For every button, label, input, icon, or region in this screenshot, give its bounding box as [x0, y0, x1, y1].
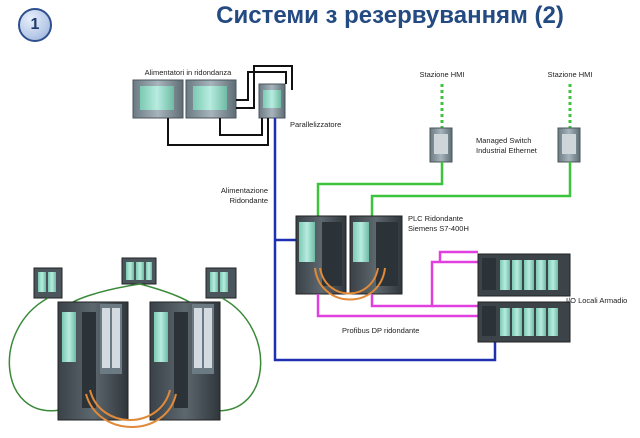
label-switch-line1: Managed Switch	[476, 136, 532, 145]
managed-switch-left	[429, 127, 453, 163]
label-hmi-left: Stazione HMI	[419, 70, 465, 79]
label-power-line1: Alimentazione	[220, 186, 268, 195]
slide-title: Системи з резервуванням (2)	[216, 2, 564, 29]
label-profibus: Profibus DP ridondante	[342, 326, 420, 335]
profibus-loop-green	[8, 283, 262, 412]
hmi-links	[440, 84, 572, 128]
supply-wiring	[167, 65, 293, 146]
industrial-ethernet	[316, 162, 572, 218]
io-rack-bottom	[477, 301, 571, 343]
redundant-plc	[295, 215, 403, 295]
redundant-power-line	[273, 118, 497, 362]
sync-fiber-photo	[85, 389, 177, 428]
label-hmi-right: Stazione HMI	[547, 70, 593, 79]
redundant-plc-photo-right	[149, 301, 221, 421]
power-supply-2	[185, 79, 237, 119]
label-power-supplies: Alimentatori in ridondanza	[144, 68, 232, 77]
label-plc-line2: Siemens S7-400H	[408, 224, 469, 233]
sync-fiber	[314, 267, 386, 301]
redundant-plc-photo-left	[57, 301, 129, 421]
managed-switch-right	[557, 127, 581, 163]
label-power-line2: Ridondante	[229, 196, 268, 205]
label-plc-line1: PLC Ridondante	[408, 214, 464, 223]
slide-number-badge: 1	[18, 8, 52, 42]
label-paralleler: Parallelizzatore	[290, 120, 342, 129]
io-rack-top	[477, 253, 571, 297]
label-local-io: I/O Locali Armadio	[566, 296, 628, 305]
paralleler-module	[258, 83, 286, 119]
label-switch-line2: Industrial Ethernet	[476, 146, 537, 155]
power-supply-1	[132, 79, 184, 119]
distributed-io-stations	[33, 257, 237, 299]
profibus-lines	[316, 250, 478, 318]
